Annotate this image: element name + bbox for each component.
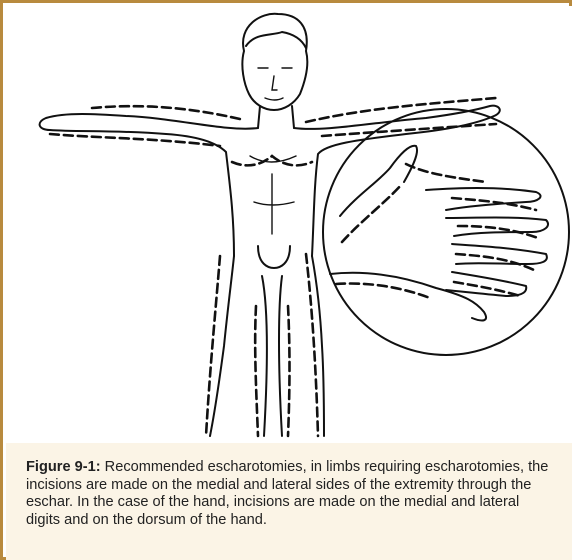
head — [242, 14, 307, 128]
body-diagram — [6, 6, 572, 443]
caption-label: Figure 9-1: — [26, 459, 101, 475]
hand-magnified-view — [323, 109, 569, 355]
figure-caption: Figure 9-1: Recommended escharotomies, i… — [26, 459, 556, 529]
torso-and-arms — [40, 106, 500, 436]
escharotomy-illustration — [6, 6, 572, 446]
caption-text: Recommended escharotomies, in limbs requ… — [26, 459, 548, 528]
caption-box: Figure 9-1: Recommended escharotomies, i… — [6, 443, 572, 560]
